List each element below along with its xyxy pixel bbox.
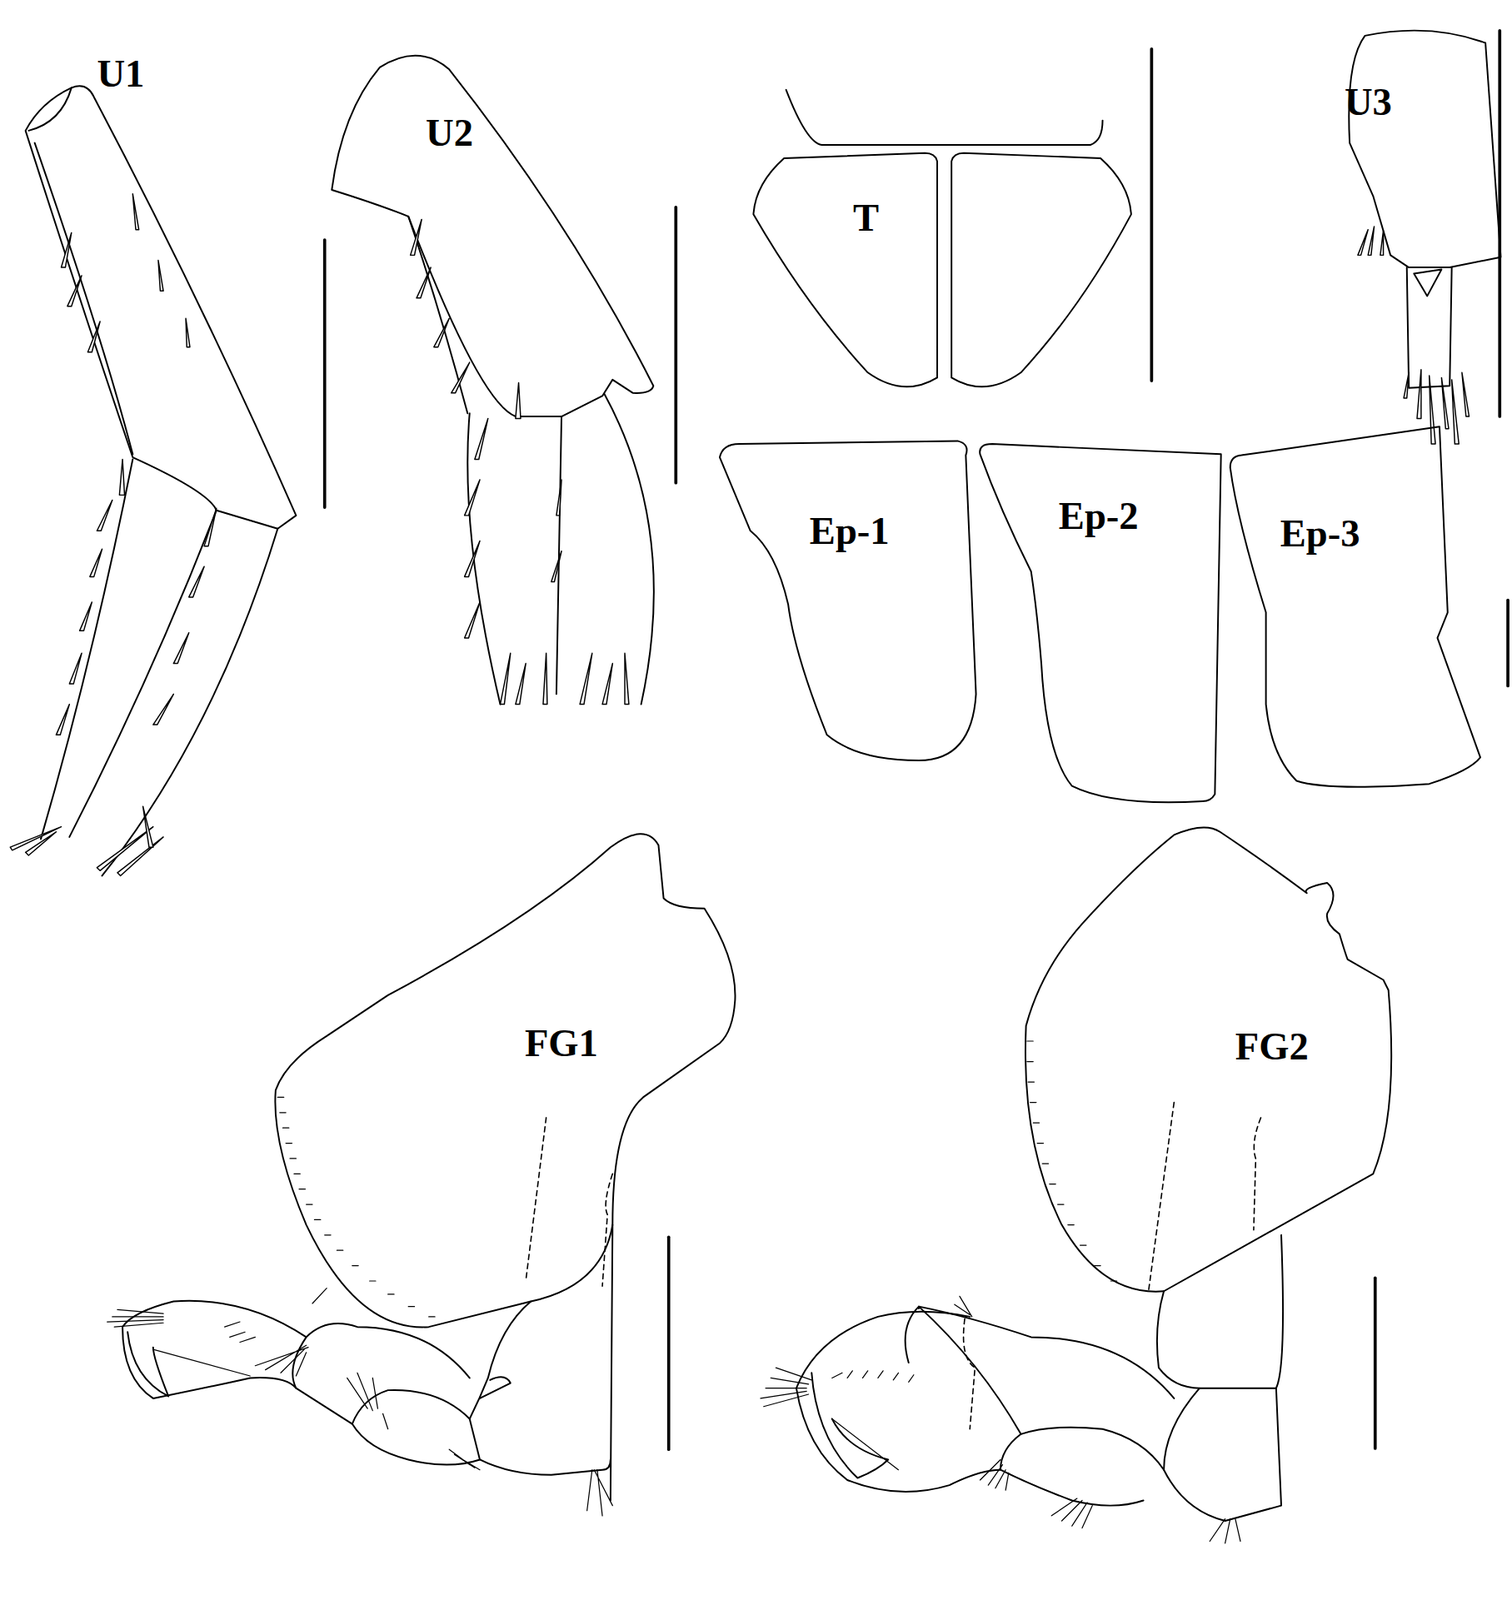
part-label: FG1 [524, 1023, 599, 1063]
part-label: U2 [425, 113, 474, 153]
part-label: T [853, 198, 879, 238]
part-label: Ep-2 [1058, 496, 1139, 536]
part-label: Ep-3 [1280, 513, 1361, 553]
part-label: U1 [96, 54, 145, 94]
part-label: U3 [1344, 82, 1393, 122]
part-label: Ep-1 [809, 511, 890, 551]
part-label: FG2 [1235, 1027, 1309, 1067]
